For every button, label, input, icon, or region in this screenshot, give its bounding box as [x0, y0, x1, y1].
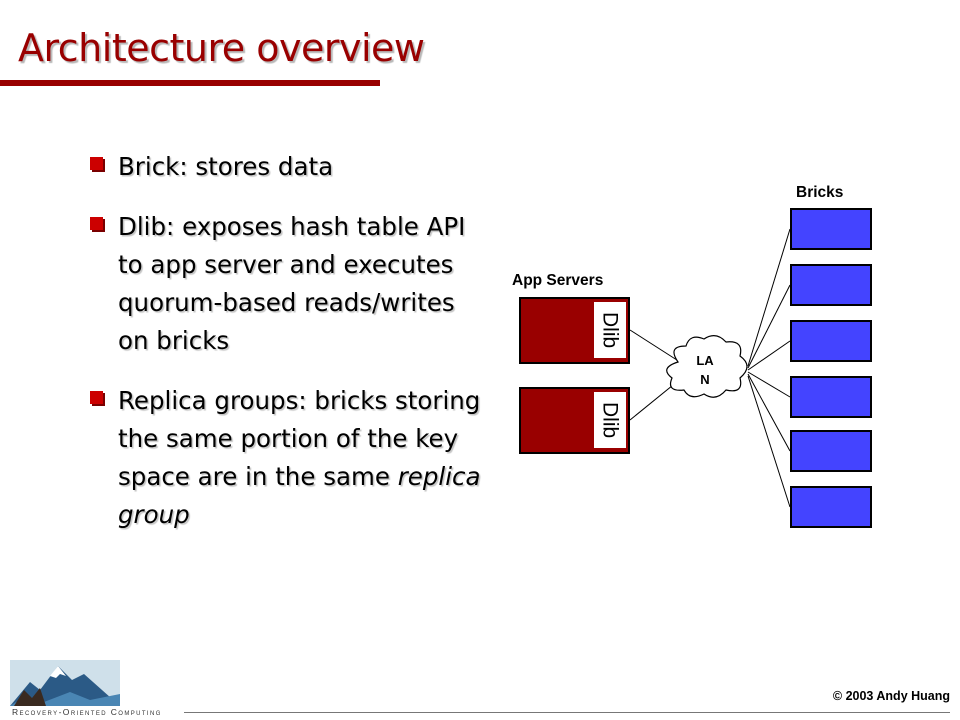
app-servers-label: App Servers — [512, 272, 604, 289]
bullet-item-dlib: Dlib: exposes hash table API to app serv… — [90, 208, 490, 360]
brick-box — [790, 208, 872, 250]
bullet-text: Replica groups: bricks storing the same … — [118, 382, 490, 534]
dlib-box: Dlib — [594, 392, 626, 448]
copyright-text: © 2003 Andy Huang — [832, 689, 950, 703]
bricks-label: Bricks — [796, 184, 844, 201]
app-server-box: Dlib — [519, 297, 630, 364]
bullet-text: Brick: stores data — [118, 152, 334, 181]
bullet-item-replica-groups: Replica groups: bricks storing the same … — [90, 382, 490, 534]
square-bullet-icon — [90, 217, 103, 230]
roc-wordmark: Recovery-Oriented Computing — [12, 707, 162, 717]
lan-label: LA N — [688, 351, 722, 389]
brick-box — [790, 264, 872, 306]
brick-box — [790, 376, 872, 418]
title-underline — [0, 80, 380, 86]
roc-logo-icon — [10, 660, 120, 706]
bullet-list: Brick: stores data Dlib: exposes hash ta… — [90, 148, 490, 556]
dlib-label: Dlib — [598, 311, 622, 349]
brick-box — [790, 486, 872, 528]
bullet-text-main: Replica groups: bricks storing the same … — [118, 386, 481, 491]
lan-label-line1: LA — [696, 353, 714, 368]
brick-box — [790, 320, 872, 362]
bullet-text: Dlib: exposes hash table API to app serv… — [118, 212, 466, 355]
bullet-item-brick: Brick: stores data — [90, 148, 490, 186]
slide-title: Architecture overview — [18, 26, 425, 70]
bullet-text-emphasis: replica group — [118, 462, 481, 529]
dlib-box: Dlib — [594, 302, 626, 358]
square-bullet-icon — [90, 391, 103, 404]
dlib-label: Dlib — [598, 401, 622, 439]
app-server-box: Dlib — [519, 387, 630, 454]
lan-label-line2: N — [700, 372, 710, 387]
brick-box — [790, 430, 872, 472]
footer-divider — [184, 712, 950, 713]
square-bullet-icon — [90, 157, 103, 170]
